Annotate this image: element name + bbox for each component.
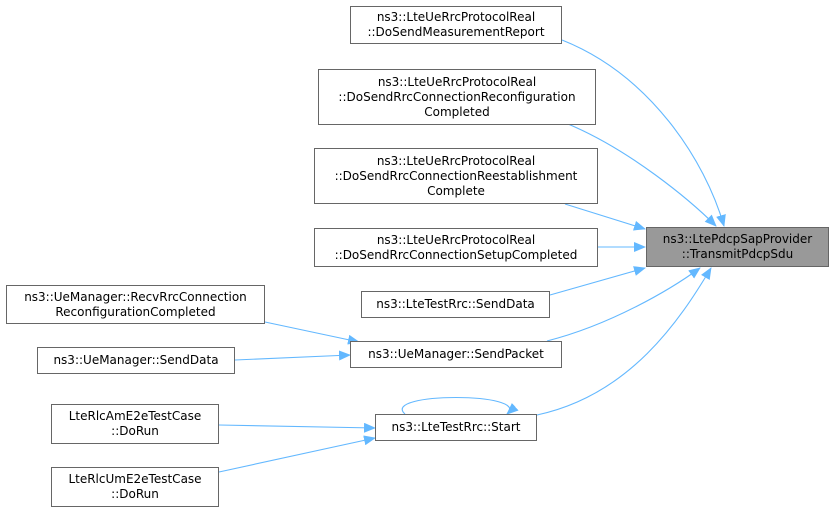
node-line: ::TransmitPdcpSdu — [681, 247, 794, 261]
node-lte-test-rrc-send-data[interactable]: ns3::LteTestRrc::SendData — [361, 291, 550, 318]
node-line: Completed — [424, 104, 490, 119]
edge-n5-to-target — [549, 266, 646, 296]
edge-n7-to-target — [536, 267, 712, 416]
node-line: ::DoRun — [111, 424, 159, 438]
node-ue-manager-send-data[interactable]: ns3::UeManager::SendData — [37, 347, 235, 374]
edge-n7-to-n7 — [401, 397, 519, 415]
edge-n6-to-target — [546, 267, 701, 342]
node-line: ::DoRun — [111, 487, 159, 501]
node-line: ns3::UeManager::SendData — [53, 353, 219, 367]
node-line: ::DoSendRrcConnectionReestablishment — [334, 168, 578, 183]
edge-n10-to-n7 — [218, 422, 376, 433]
node-do-send-rrc-connection-reestablishment-complete[interactable]: ns3::LteUeRrcProtocolReal ::DoSendRrcCon… — [314, 148, 598, 204]
edge-n1-to-target — [561, 39, 726, 227]
edge-n3-to-target — [564, 203, 646, 231]
edge-n8-to-n6 — [264, 321, 360, 345]
node-line: ns3::UeManager::SendPacket — [368, 347, 544, 361]
node-target: ns3::LtePdcpSapProvider ::TransmitPdcpSd… — [646, 227, 829, 267]
edge-n11-to-n7 — [218, 435, 376, 473]
node-line: ns3::LteUeRrcProtocolReal — [376, 232, 536, 247]
node-line: ReconfigurationCompleted — [55, 304, 216, 319]
node-line: ns3::LteTestRrc::SendData — [376, 297, 535, 311]
node-recv-rrc-connection-reconfiguration-completed[interactable]: ns3::UeManager::RecvRrcConnection Reconf… — [6, 285, 265, 324]
node-do-send-measurement-report[interactable]: ns3::LteUeRrcProtocolReal ::DoSendMeasur… — [350, 6, 562, 44]
node-line: ns3::UeManager::RecvRrcConnection — [24, 289, 247, 304]
node-ue-manager-send-packet[interactable]: ns3::UeManager::SendPacket — [350, 341, 562, 368]
node-line: ::DoSendRrcConnectionReconfiguration — [338, 89, 576, 104]
node-line: ns3::LtePdcpSapProvider — [662, 232, 813, 246]
node-line: LteRlcAmE2eTestCase — [68, 409, 202, 423]
node-line: Complete — [427, 183, 485, 198]
node-line: ::DoSendMeasurementReport — [367, 25, 545, 39]
node-line: ns3::LteUeRrcProtocolReal — [376, 10, 536, 24]
node-lte-rlc-um-e2e-test-case-do-run[interactable]: LteRlcUmE2eTestCase ::DoRun — [51, 467, 219, 507]
node-line: ns3::LteUeRrcProtocolReal — [376, 153, 536, 168]
node-line: ns3::LteTestRrc::Start — [391, 420, 521, 434]
node-lte-rlc-am-e2e-test-case-do-run[interactable]: LteRlcAmE2eTestCase ::DoRun — [51, 404, 219, 444]
node-do-send-rrc-connection-setup-completed[interactable]: ns3::LteUeRrcProtocolReal ::DoSendRrcCon… — [314, 228, 598, 267]
node-lte-test-rrc-start[interactable]: ns3::LteTestRrc::Start — [375, 414, 537, 441]
node-line: ::DoSendRrcConnectionSetupCompleted — [334, 247, 578, 262]
node-do-send-rrc-connection-reconfiguration-completed[interactable]: ns3::LteUeRrcProtocolReal ::DoSendRrcCon… — [318, 69, 596, 125]
edge-n2-to-target — [567, 123, 717, 227]
node-line: LteRlcUmE2eTestCase — [68, 472, 202, 486]
node-line: ns3::LteUeRrcProtocolReal — [377, 74, 537, 89]
edge-n9-to-n6 — [234, 350, 351, 361]
